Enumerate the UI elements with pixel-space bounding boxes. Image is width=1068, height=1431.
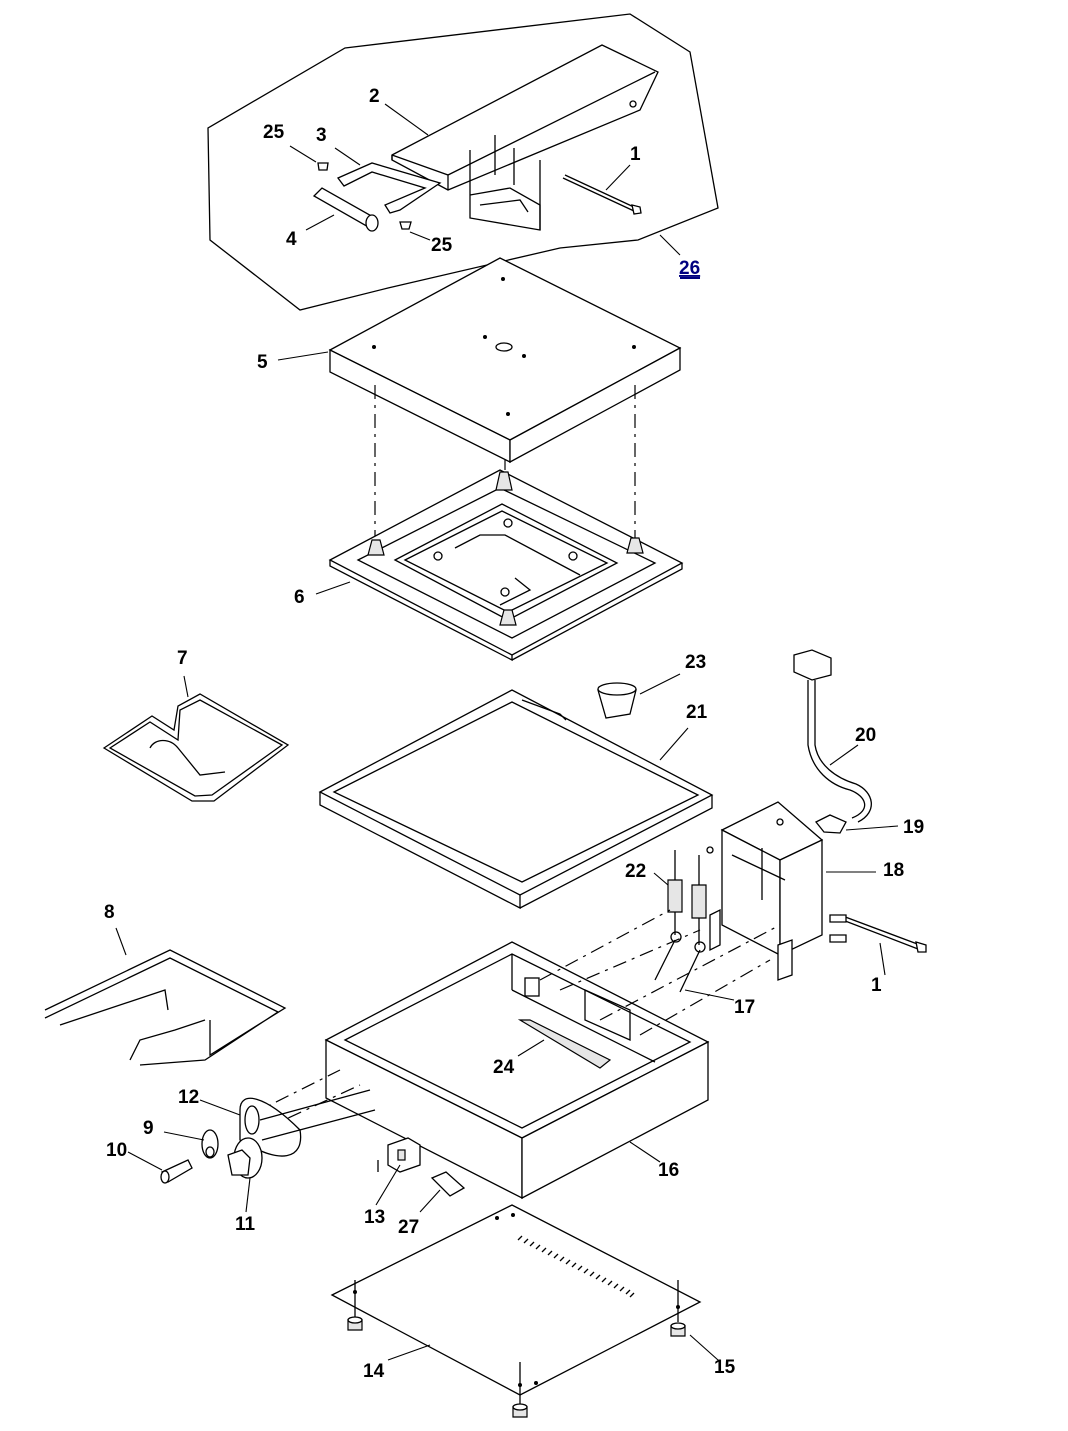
label-part-24: 24 <box>493 1057 515 1078</box>
assembly-26-outline <box>207 13 719 311</box>
part-22-springs <box>667 850 707 945</box>
label-part-21: 21 <box>686 702 708 723</box>
label-part-2: 2 <box>369 86 380 107</box>
spring-dash-lines <box>249 909 781 1131</box>
leader-lines <box>115 103 899 1361</box>
label-part-15: 15 <box>714 1357 736 1378</box>
part-19-connector <box>814 814 847 834</box>
label-part-12: 12 <box>178 1087 199 1108</box>
label-part-27: 27 <box>398 1217 419 1238</box>
vent-slots <box>517 1235 635 1298</box>
part-27-label-plate <box>430 1171 466 1197</box>
part-21-frame-tray <box>318 689 714 910</box>
label-part-1-upper: 1 <box>630 144 641 165</box>
part-11-thermostat-knob <box>227 1137 263 1179</box>
label-part-3: 3 <box>316 125 327 146</box>
label-part-14: 14 <box>363 1361 385 1382</box>
part-5-top-plate <box>328 257 682 464</box>
part-23-foot-cup <box>597 682 637 719</box>
label-part-22: 22 <box>625 861 646 882</box>
part-9-ring <box>201 1129 219 1159</box>
part-13-switch <box>377 1137 421 1173</box>
label-part-18: 18 <box>883 860 904 881</box>
part-8-heating-element <box>44 949 287 1066</box>
label-part-25-upper: 25 <box>263 122 285 143</box>
part-4-handle-tube <box>312 187 379 232</box>
part-labels: 2 25 3 1 4 25 26 5 6 7 23 21 20 19 22 18… <box>104 86 924 1382</box>
part-10-indicator-lamp <box>160 1159 193 1184</box>
part-6-heating-plate <box>328 469 684 662</box>
label-part-6: 6 <box>294 587 305 608</box>
part-18-bracket-box <box>706 801 824 981</box>
part-16-base-box <box>324 941 710 1200</box>
label-part-19: 19 <box>903 817 924 838</box>
label-part-4: 4 <box>286 229 297 250</box>
label-part-20: 20 <box>855 725 876 746</box>
label-part-13: 13 <box>364 1207 385 1228</box>
part-14-base-plate <box>330 1204 702 1396</box>
part-1-rod-top <box>562 174 642 215</box>
part-15-feet <box>347 1280 686 1418</box>
label-part-7: 7 <box>177 648 188 669</box>
label-part-9: 9 <box>143 1118 154 1139</box>
label-part-10: 10 <box>106 1140 127 1161</box>
label-part-16: 16 <box>658 1160 679 1181</box>
label-part-23: 23 <box>685 652 706 673</box>
label-part-5: 5 <box>257 352 268 373</box>
part-20-power-cable <box>793 649 872 823</box>
part-2-handle-bracket <box>391 44 659 231</box>
label-part-8: 8 <box>104 902 115 923</box>
link-assembly-26[interactable]: 26 <box>679 258 700 279</box>
part-25-screws <box>317 162 412 230</box>
part-1-rod-right <box>829 914 927 953</box>
label-part-11: 11 <box>235 1214 256 1235</box>
part-3-hinge-bracket <box>336 162 442 214</box>
part-7-heating-element <box>102 693 290 802</box>
label-part-25-lower: 25 <box>431 235 453 256</box>
label-part-1-lower: 1 <box>871 975 882 996</box>
part-17-rods <box>654 931 706 993</box>
label-part-17: 17 <box>734 997 755 1018</box>
